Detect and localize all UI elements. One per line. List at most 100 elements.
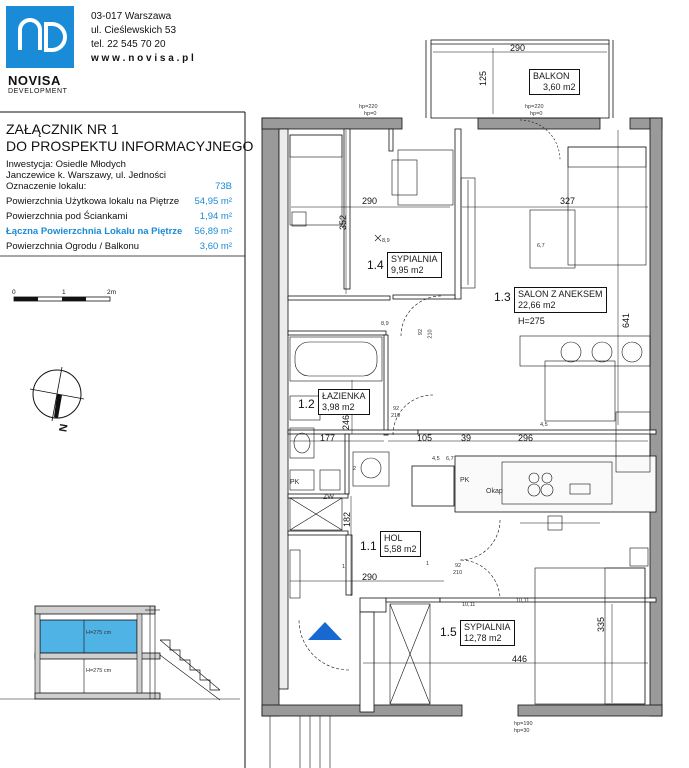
dimension-lines <box>290 48 648 703</box>
door-swings <box>298 119 561 671</box>
area-row-value-total: 56,89 m² <box>194 226 233 237</box>
room-1-1-number: 1.1 <box>360 539 377 553</box>
window-sill-label: hp=30 <box>514 728 530 734</box>
window-sill-label: hp=0 <box>364 111 377 117</box>
scale-label-zero: 0 <box>12 289 16 296</box>
furniture-living-room <box>460 146 651 531</box>
address-line-1: 03-017 Warszawa <box>91 11 172 22</box>
balcony-area: 3,60 m2 <box>543 82 576 92</box>
socket-label: 8,9 <box>382 238 390 244</box>
company-address: 03-017 Warszawa ul. Cieślewskich 53 tel.… <box>91 10 194 66</box>
document-title-line-2: DO PROSPEKTU INFORMACYJNEGO <box>6 138 254 154</box>
room-1-5-label: SYPIALNIA 12,78 m2 <box>460 620 515 646</box>
dim-kitchen-width: 296 <box>518 433 534 443</box>
zw-label: ZW <box>323 494 334 501</box>
area-row-label: Powierzchnia Użytkowa lokalu na Piętrze <box>6 196 180 207</box>
dim-bedroom-2-depth: 335 <box>596 616 606 632</box>
room-1-2-area: 3,98 m2 <box>322 402 355 412</box>
room-1-4-name: SYPIALNIA <box>391 254 438 264</box>
door-height-label: 210 <box>453 570 463 576</box>
section-upper-height: H=275 cm <box>86 630 112 636</box>
room-1-3-label: SALON Z ANEKSEM 22,66 m2 <box>514 287 607 313</box>
room-1-2-name: ŁAZIENKA <box>322 391 366 401</box>
brand-name: NOVISA <box>8 73 61 88</box>
dim-hall-width: 290 <box>362 572 378 582</box>
dim-bedroom-2-width: 446 <box>512 654 528 664</box>
logo-mark-icon <box>18 18 67 52</box>
socket-label: 10,11 <box>516 598 530 604</box>
room-1-5-name: SYPIALNIA <box>464 622 511 632</box>
dim-bedroom-width: 290 <box>362 196 378 206</box>
company-logo <box>6 6 74 68</box>
website-link[interactable]: w w w . n o v i s a . p l <box>91 53 194 64</box>
door-width-label: 92 <box>418 328 425 336</box>
balcony-name: BALKON <box>533 71 570 81</box>
room-1-2-label: ŁAZIENKA 3,98 m2 <box>318 389 370 415</box>
balcony-width-dim: 290 <box>510 43 526 53</box>
door-height-label: 210 <box>427 329 434 339</box>
dim-bedroom-depth: 352 <box>338 214 348 230</box>
room-1-5-area: 12,78 m2 <box>464 633 502 643</box>
socket-label: 4,5 <box>432 456 440 462</box>
room-1-1-name: HOL <box>384 533 403 543</box>
interior-walls <box>278 128 657 713</box>
room-1-4-label: SYPIALNIA 9,95 m2 <box>387 252 442 278</box>
balcony-label: BALKON 3,60 m2 <box>529 69 580 95</box>
room-1-1-label: HOL 5,58 m2 <box>380 531 421 557</box>
dim-hall-depth: 182 <box>342 511 352 527</box>
balcony-depth-dim: 125 <box>478 70 488 86</box>
socket-label: 1 <box>342 564 346 570</box>
investment-name: Inwestycja: Osiedle Młodych <box>6 159 126 170</box>
dim-bath-depth: 246 <box>341 414 351 430</box>
brand-subtitle: DEVELOPMENT <box>8 88 68 95</box>
area-row-label: Powierzchnia Ogrodu / Balkonu <box>6 241 140 252</box>
room-1-4-number: 1.4 <box>367 258 384 272</box>
door-height-label: 210 <box>391 413 401 419</box>
furniture-hall <box>289 497 343 599</box>
area-row-value: 54,95 m² <box>194 196 233 207</box>
dim-living-depth: 641 <box>621 312 631 328</box>
window-height-label: hp=190 <box>514 721 533 727</box>
room-1-3-number: 1.3 <box>494 290 511 304</box>
socket-label: 1 <box>426 561 430 567</box>
door-width-label: 92 <box>393 406 400 412</box>
furniture-bedroom-1-4 <box>289 134 454 242</box>
area-row-value: 1,94 m² <box>199 211 232 222</box>
scale-bar <box>13 296 111 302</box>
room-1-2-number: 1.2 <box>298 397 315 411</box>
balcony-outline <box>425 39 614 119</box>
dim-corridor-width: 105 <box>417 433 433 443</box>
unit-label: Oznaczenie lokalu: <box>6 181 87 192</box>
socket-label: 4,5 <box>540 422 548 428</box>
room-1-1-area: 5,58 m2 <box>384 544 417 554</box>
unit-value: 73B <box>215 181 232 192</box>
exterior-stairs <box>269 716 331 768</box>
scale-label-two: 2m <box>107 289 117 296</box>
investment-location: Janczewice k. Warszawy, ul. Jedności <box>6 170 166 181</box>
window-height-label: hp=220 <box>359 104 378 110</box>
room-1-3-height: H=275 <box>518 316 545 326</box>
pk-label: PK <box>460 477 470 484</box>
furniture-bedroom-1-5 <box>389 547 649 705</box>
window-sill-label: hp=0 <box>530 111 543 117</box>
area-row-label-total: Łączna Powierzchnia Lokalu na Piętrze <box>6 226 183 237</box>
socket-label: 6,7 <box>537 243 545 249</box>
okap-label: Okap <box>486 488 503 495</box>
phone-number: tel. 22 545 70 20 <box>91 39 166 50</box>
socket-label: 10,11 <box>462 602 476 608</box>
room-1-3-name: SALON Z ANEKSEM <box>518 289 603 299</box>
socket-label: 8,9 <box>381 321 389 327</box>
room-1-4-area: 9,95 m2 <box>391 265 424 275</box>
area-row-value: 3,60 m² <box>199 241 232 252</box>
area-row-label: Powierzchnia pod Ściankami <box>6 211 128 222</box>
room-1-3-area: 22,66 m2 <box>518 300 556 310</box>
socket-label: 2 <box>353 466 357 472</box>
document-title-line-1: ZAŁĄCZNIK NR 1 <box>6 121 119 137</box>
pk-label: PK <box>290 479 300 486</box>
address-line-2: ul. Cieślewskich 53 <box>91 25 177 36</box>
door-width-label: 92 <box>455 563 462 569</box>
room-1-5-number: 1.5 <box>440 625 457 639</box>
scale-label-one: 1 <box>62 289 66 296</box>
section-lower-height: H=275 cm <box>86 668 112 674</box>
